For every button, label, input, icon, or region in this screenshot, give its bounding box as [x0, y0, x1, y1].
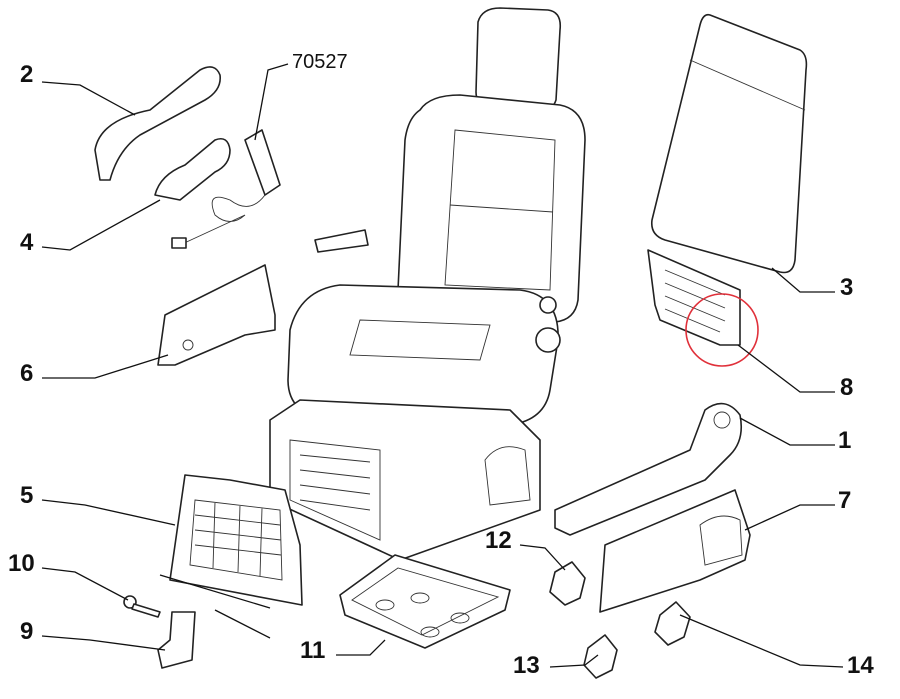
highlight-circle [685, 293, 759, 367]
part-2[interactable] [94, 66, 222, 181]
seat-assembly[interactable] [269, 7, 586, 561]
part-5[interactable] [169, 474, 303, 606]
part-8[interactable] [647, 249, 741, 346]
part-9[interactable] [157, 611, 196, 669]
callout-7[interactable]: 7 [838, 487, 851, 514]
callout-70527[interactable]: 70527 [292, 51, 348, 73]
callout-12[interactable]: 12 [485, 527, 512, 554]
callout-8[interactable]: 8 [840, 374, 853, 401]
part-11[interactable] [339, 554, 511, 649]
part-4[interactable] [154, 137, 231, 201]
part-3[interactable] [650, 13, 808, 274]
part-70527[interactable] [171, 129, 281, 249]
callout-4[interactable]: 4 [20, 229, 34, 256]
callout-2[interactable]: 2 [20, 61, 33, 88]
callout-13[interactable]: 13 [513, 652, 540, 679]
part-10[interactable] [123, 595, 161, 618]
callout-11[interactable]: 11 [300, 637, 325, 664]
callout-14[interactable]: 14 [847, 652, 874, 679]
part-13[interactable] [583, 634, 618, 679]
part-14[interactable] [654, 601, 691, 646]
callout-1[interactable]: 1 [838, 427, 851, 454]
callout-3[interactable]: 3 [840, 274, 853, 301]
part-6[interactable] [157, 264, 276, 366]
callout-5[interactable]: 5 [20, 482, 33, 509]
part-7[interactable] [599, 489, 751, 613]
part-1[interactable] [554, 402, 743, 536]
callout-10[interactable]: 10 [8, 550, 35, 577]
callout-6[interactable]: 6 [20, 360, 33, 387]
callout-9[interactable]: 9 [20, 618, 33, 645]
leader-lines [41, 63, 844, 668]
part-12[interactable] [549, 561, 586, 606]
